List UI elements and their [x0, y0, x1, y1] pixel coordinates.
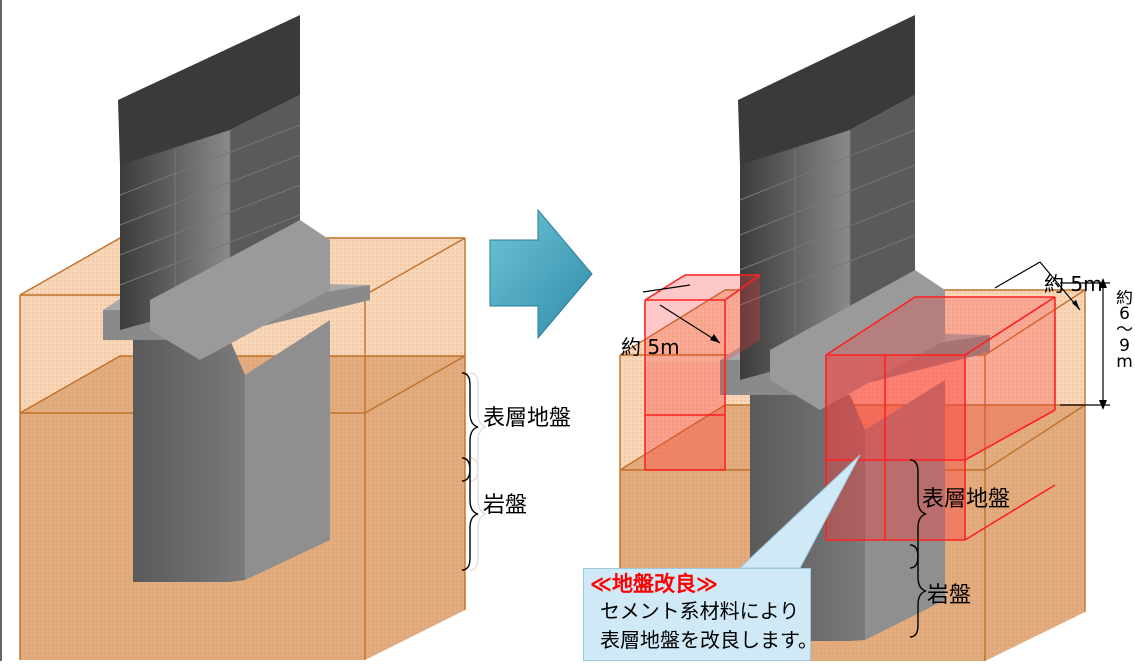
right-buttress [770, 270, 945, 410]
left-buttress [150, 220, 330, 360]
right-label-surface-ground: 表層地盤 [922, 487, 1011, 512]
callout-line-1: セメント系材料により [600, 599, 800, 623]
left-structure-figure [19, 15, 487, 660]
left-wall-grid [119, 124, 301, 315]
improved-zone-left [644, 274, 761, 471]
dimension-width-left: 約 5m [621, 335, 680, 359]
transition-arrow [489, 208, 593, 340]
dimension-width-top: 約 5m [1044, 272, 1103, 296]
left-braces [469, 372, 487, 571]
ground-improvement-callout: ≪地盤改良≫ セメント系材料により 表層地盤を改良します。 [583, 568, 818, 661]
callout-title: ≪地盤改良≫ [590, 572, 718, 596]
right-wall-top [738, 15, 915, 165]
dimension-arrowheads [710, 278, 1107, 410]
right-structure-figure [619, 15, 1110, 661]
callout-line-2: 表層地盤を改良します。 [600, 628, 818, 652]
left-wall-top [118, 15, 300, 165]
arrow-shape [489, 208, 593, 340]
improved-zone-right [825, 296, 1056, 541]
left-brace-bedrock [461, 457, 479, 571]
left-column-side [245, 320, 330, 580]
right-brace-bedrock [909, 544, 927, 638]
left-label-surface-ground: 表層地盤 [483, 406, 572, 431]
left-column [133, 340, 245, 582]
right-label-bedrock: 岩盤 [927, 583, 972, 608]
left-label-bedrock: 岩盤 [483, 493, 528, 518]
dimension-depth: 約 6 〜 9 m [1116, 290, 1133, 370]
